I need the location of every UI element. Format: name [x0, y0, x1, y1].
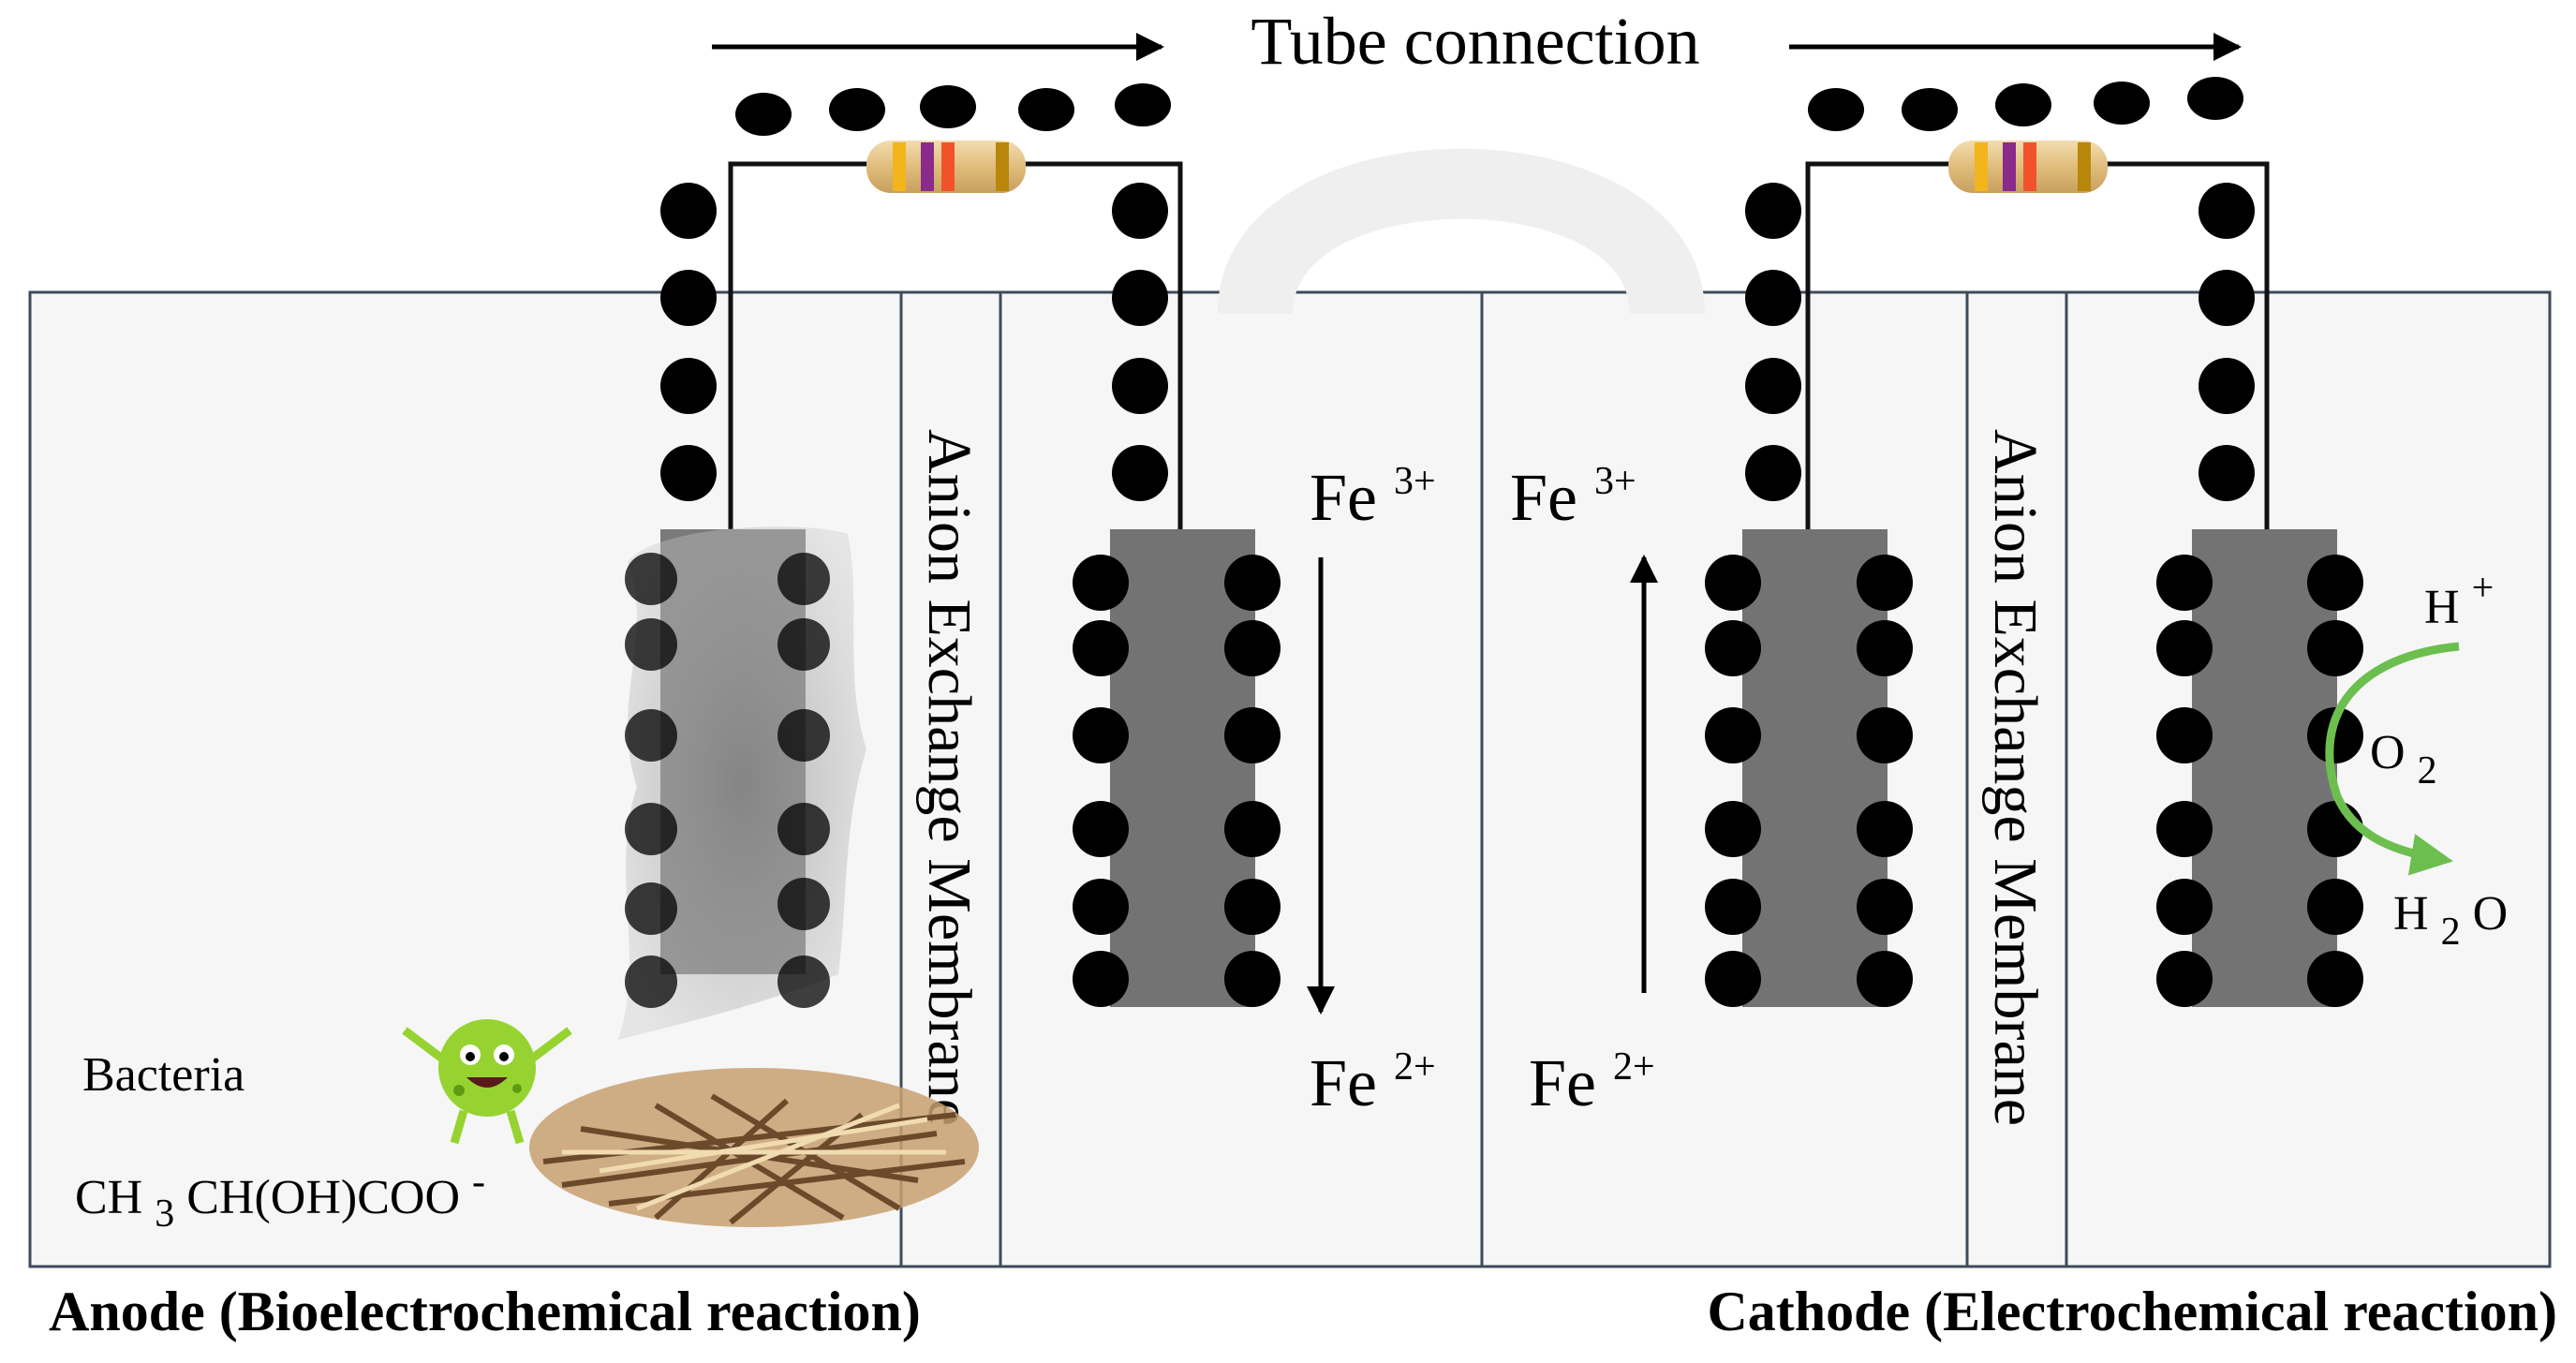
fe3-charge-left: 3+	[1394, 460, 1436, 503]
anode-electrode-dots	[625, 553, 830, 1008]
anode-electrode	[618, 526, 866, 1040]
fe3-charge-right: 3+	[1594, 460, 1636, 503]
anode-membrane-label: Anion Exchange Membrane	[915, 429, 984, 1126]
biofilm-fibers-icon	[529, 1068, 979, 1227]
resistor-icon	[1948, 141, 2108, 193]
cathode-caption: Cathode (Electrochemical reaction)	[1707, 1281, 2557, 1342]
iron-reduction-labels: Fe 3+ Fe 2+	[1307, 460, 1436, 1120]
bacteria-icon	[402, 1019, 572, 1145]
svg-text:Fe 2+: Fe 2+	[1529, 1045, 1655, 1120]
h2o-label-o: O	[2473, 887, 2509, 941]
oxygen-reduction: H + O 2 H 2 O	[2325, 567, 2508, 956]
tube-connection-arch	[1218, 148, 1705, 314]
cathode-anode-side-chamber	[1480, 290, 1969, 1268]
reaction-arrow	[2325, 642, 2460, 876]
o2-label: O	[2370, 726, 2406, 779]
tube-connection-label: Tube connection	[1251, 4, 1699, 79]
bacteria-label: Bacteria	[82, 1048, 244, 1102]
fe2-label-right: Fe	[1529, 1045, 1596, 1120]
electron-dots-right-circuit	[1745, 77, 2255, 501]
cell-compartments	[28, 290, 2552, 1268]
fe2-label-left: Fe	[1310, 1045, 1377, 1120]
electron-dots-left-circuit	[660, 83, 1171, 501]
substrate-formula-sup: -	[472, 1161, 485, 1204]
middle-left-electrode	[1073, 529, 1281, 1007]
substrate-formula-sub1: 3	[155, 1193, 174, 1236]
cathode-membrane-label: Anion Exchange Membrane	[1981, 429, 2050, 1126]
cathode-electrode	[2156, 529, 2363, 1007]
svg-text:Fe 2+: Fe 2+	[1310, 1045, 1436, 1120]
fe2-charge-right: 2+	[1613, 1045, 1655, 1089]
fe3-label-left: Fe	[1310, 460, 1377, 535]
substrate-formula-part2: CH(OH)COO	[186, 1171, 460, 1224]
h-plus-charge: +	[2472, 567, 2495, 610]
anode-circuit	[660, 83, 1183, 534]
cathode-circuit	[1745, 77, 2270, 534]
fe3-label-right: Fe	[1510, 460, 1577, 535]
h2o-label-h: H	[2393, 887, 2429, 941]
middle-right-electrode	[1705, 529, 1913, 1007]
o2-subscript: 2	[2418, 749, 2437, 793]
svg-text:H 2 O: H 2 O	[2393, 887, 2508, 956]
iron-oxidation-labels: Fe 3+ Fe 2+	[1510, 460, 1658, 1120]
svg-text:O 2: O 2	[2370, 726, 2437, 793]
resistor-icon	[866, 141, 1026, 193]
cathode-membrane	[1965, 290, 2068, 1268]
fe2-charge-left: 2+	[1394, 1045, 1436, 1089]
substrate-formula-part1: CH	[75, 1171, 142, 1224]
h-plus-label: H	[2424, 581, 2460, 634]
anode-caption: Anode (Bioelectrochemical reaction)	[49, 1281, 921, 1342]
svg-text:Fe 3+: Fe 3+	[1510, 460, 1636, 535]
svg-text:H +: H +	[2424, 567, 2494, 634]
svg-text:CH 3 CH(OH)COO -: CH 3 CH(OH)COO -	[75, 1161, 485, 1237]
svg-text:Fe 3+: Fe 3+	[1310, 460, 1436, 535]
h2o-subscript: 2	[2441, 911, 2461, 954]
